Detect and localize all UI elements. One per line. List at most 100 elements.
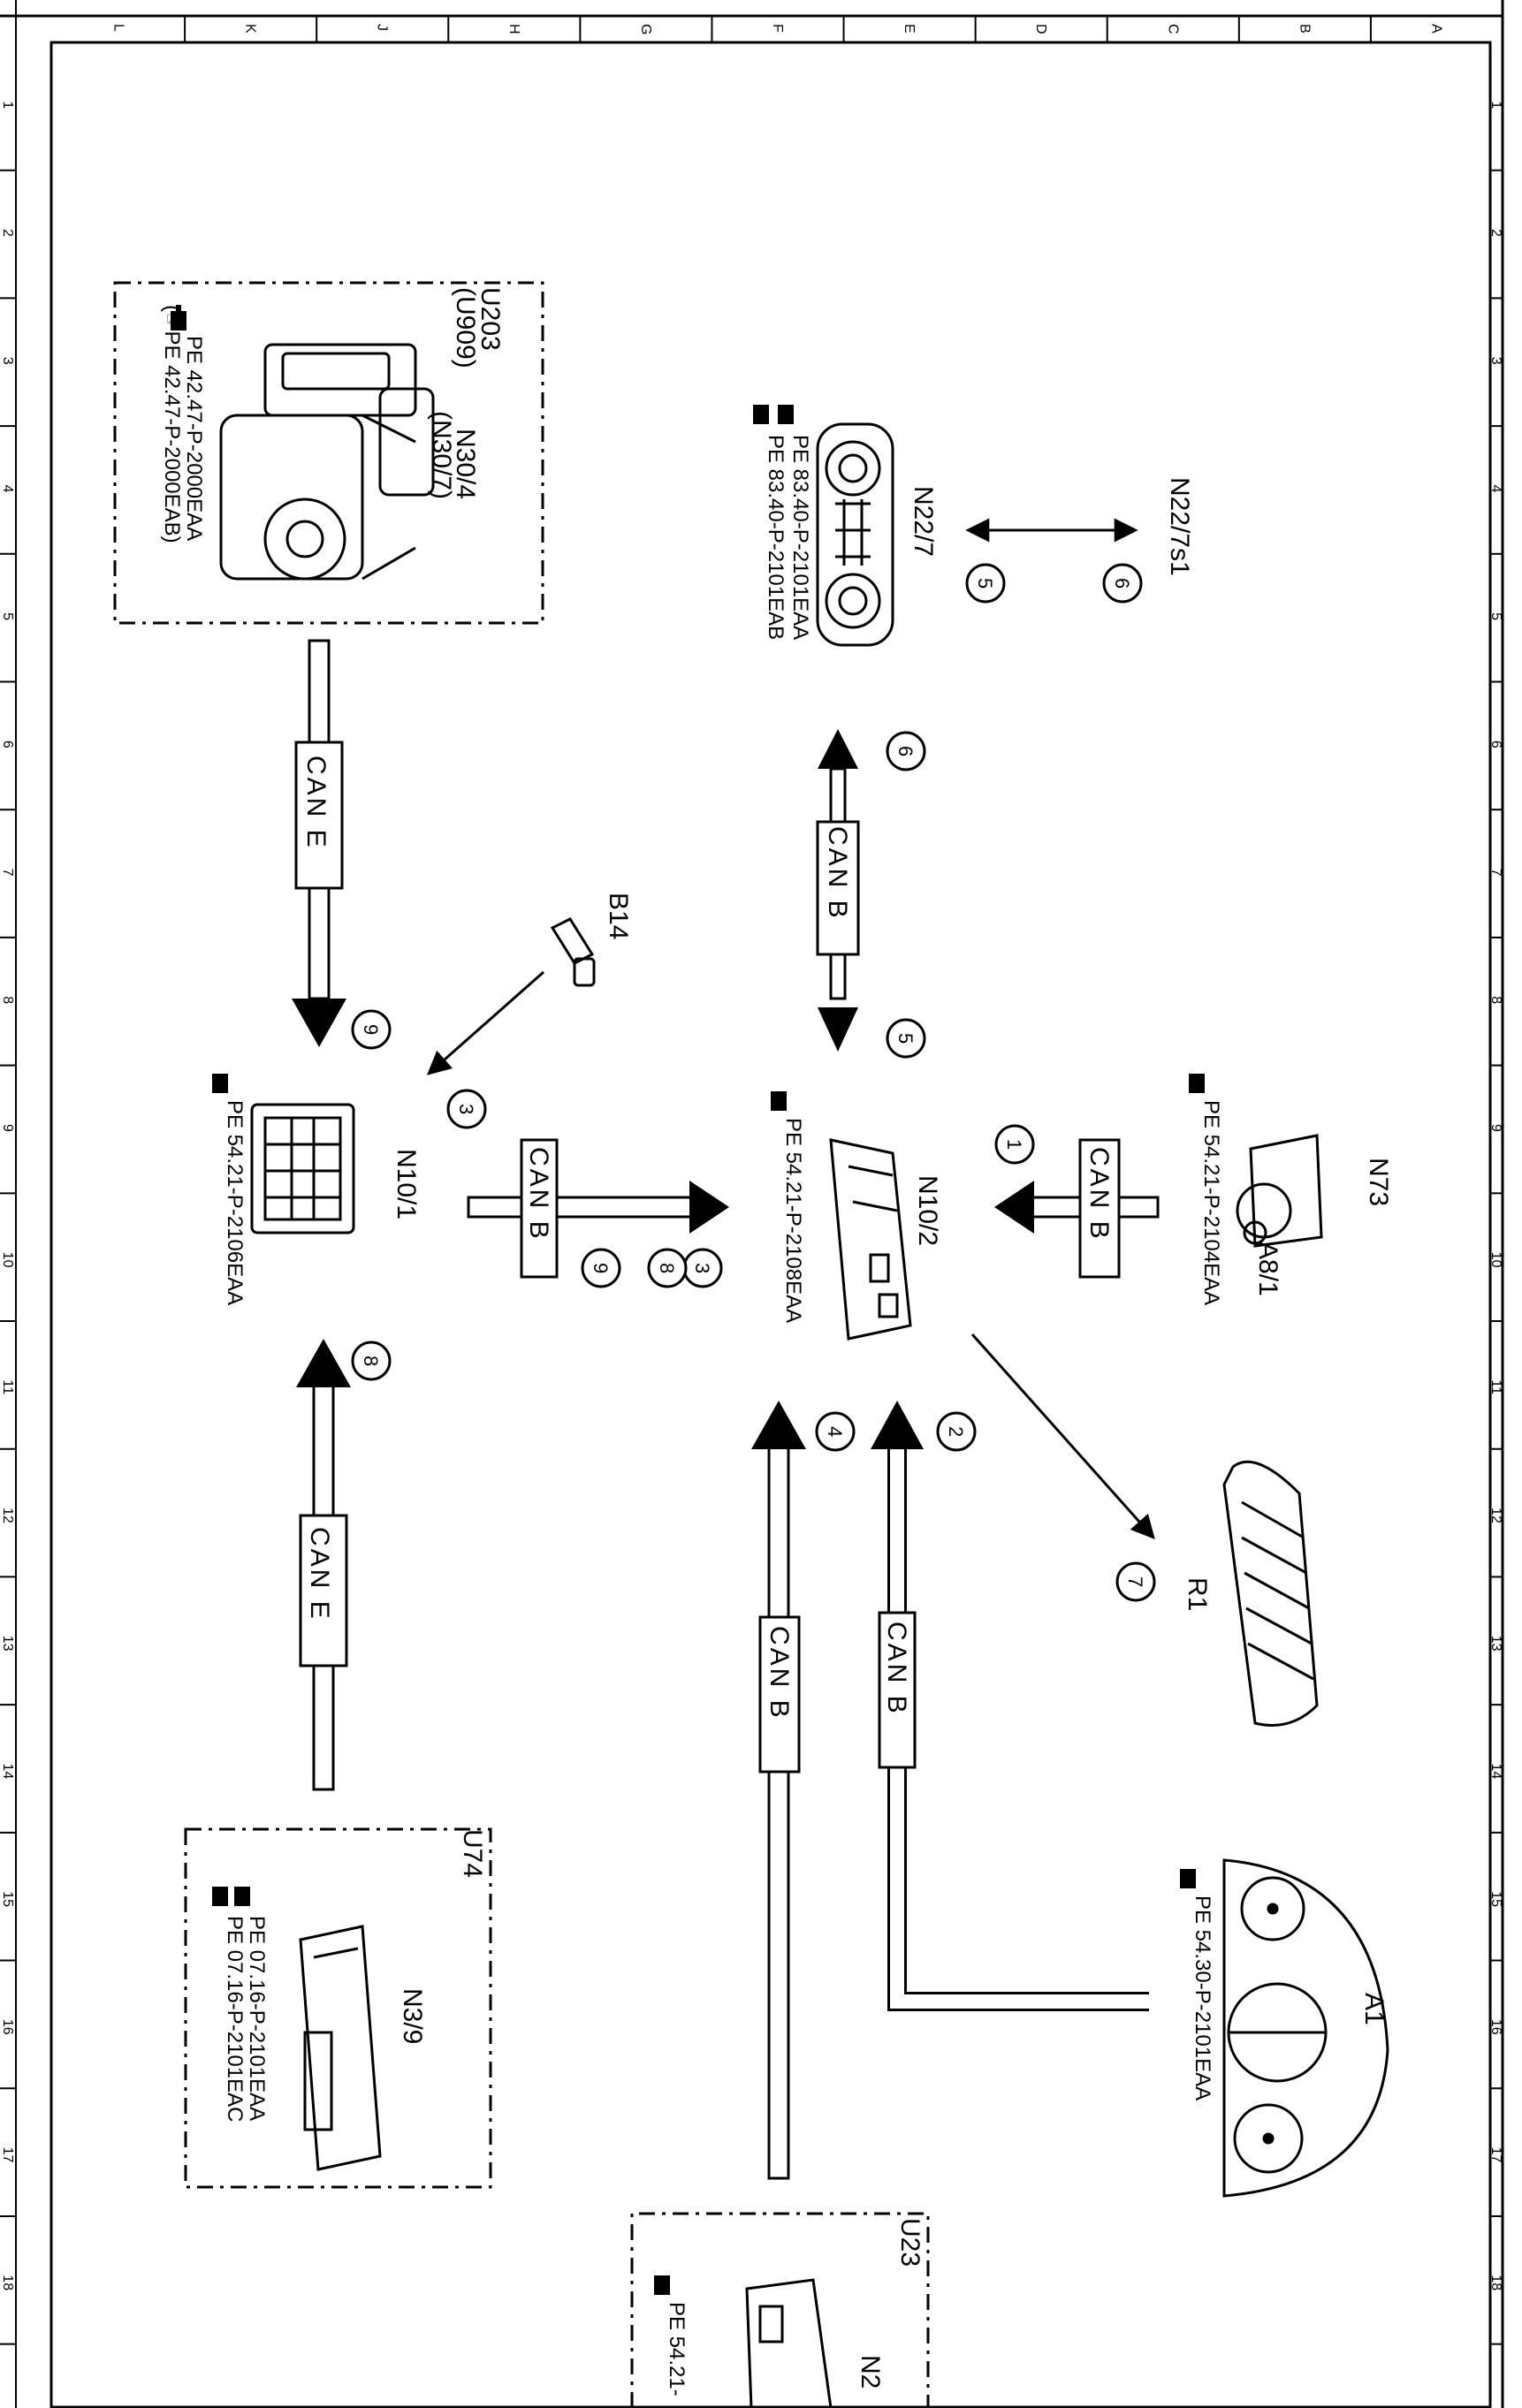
instrument-cluster-icon bbox=[1222, 1858, 1389, 2198]
step-marker-3: 3 bbox=[446, 1089, 487, 1129]
grid-row-number: 14 bbox=[0, 1763, 15, 1779]
pointing-hand-icon bbox=[1180, 1869, 1196, 1888]
n73-ref: PE 54.21-P-2104EAA bbox=[1199, 1100, 1223, 1305]
can-e-label-top: CAN E bbox=[301, 756, 331, 850]
grid-column-letter: H bbox=[506, 24, 521, 34]
grid-column-letter: J bbox=[375, 24, 390, 31]
pointing-hand-icon bbox=[212, 1074, 228, 1093]
u74-ref-2: PE 07.16-P-2101EAC bbox=[223, 1916, 247, 2122]
grid-row-number: 1 bbox=[0, 101, 15, 109]
grid-row-number: 12 bbox=[1488, 1508, 1503, 1523]
grid-row-number: 5 bbox=[0, 612, 15, 620]
step-circle bbox=[815, 1411, 856, 1452]
n30-4-label: N30/4 bbox=[451, 429, 480, 499]
step-number: 5 bbox=[974, 578, 996, 589]
a1-label: A1 bbox=[1359, 1993, 1389, 2025]
step-number: 8 bbox=[656, 1263, 678, 1273]
grid-row-number: 8 bbox=[1488, 996, 1503, 1004]
step-number: 2 bbox=[945, 1426, 967, 1437]
step-circle bbox=[351, 1341, 392, 1381]
step-marker-9: 9 bbox=[581, 1248, 621, 1288]
grid-column-letter: C bbox=[1165, 24, 1180, 34]
grid-row-number: 13 bbox=[1488, 1636, 1503, 1652]
control-unit-n2-icon bbox=[745, 2278, 833, 2408]
u74-label: U74 bbox=[458, 1829, 487, 1878]
step-marker-3: 3 bbox=[682, 1248, 723, 1288]
u203-ref-1: PE 42.47-P-2000EAA bbox=[182, 336, 206, 541]
grid-row-number: 17 bbox=[1488, 2147, 1503, 2163]
grid-row-number: 11 bbox=[1488, 1379, 1503, 1394]
n10-2-ref: PE 54.21-P-2108EAA bbox=[781, 1118, 805, 1323]
b14-arrow bbox=[426, 970, 544, 1075]
n3-9-label: N3/9 bbox=[398, 1988, 427, 2044]
grid-row-number: 3 bbox=[1488, 357, 1503, 365]
n10-2-label: N10/2 bbox=[913, 1175, 942, 1246]
pointing-hand-icon bbox=[1189, 1074, 1205, 1093]
step-circle bbox=[581, 1248, 621, 1288]
grid-row-number: 3 bbox=[0, 357, 15, 365]
step-circle bbox=[351, 1009, 392, 1050]
grid-column-letter: D bbox=[1033, 24, 1048, 34]
b14-label: B14 bbox=[604, 893, 633, 939]
n22-7-ref-2: PE 83.40-P-2101EAB bbox=[764, 435, 788, 640]
n2-label: N2 bbox=[856, 2355, 885, 2389]
step-circle bbox=[647, 1248, 688, 1288]
u23-ref: PE 54.21- bbox=[665, 2302, 689, 2397]
step-marker-6: 6 bbox=[886, 731, 926, 771]
u203-label: U203 bbox=[476, 287, 505, 351]
pointing-hand-icon bbox=[753, 405, 794, 424]
r1-arrow bbox=[970, 1333, 1155, 1540]
a1-ref: PE 54.30-P-2101EAA bbox=[1191, 1895, 1214, 2100]
grid-column-letter: K bbox=[243, 24, 258, 34]
rear-window-defroster-icon bbox=[1222, 1460, 1319, 1727]
grid-row-number: 7 bbox=[1488, 869, 1503, 877]
step-marker-4: 4 bbox=[815, 1411, 856, 1452]
can-b-label-top: CAN B bbox=[823, 826, 852, 921]
u23-group bbox=[630, 2212, 930, 2408]
grid-column-letter: F bbox=[770, 24, 785, 33]
grid-row-number: 1 bbox=[1488, 101, 1503, 109]
pointing-hand-icon bbox=[654, 2275, 670, 2295]
u203-sub-label: (U909) bbox=[451, 287, 480, 368]
n22-7-ref-1: PE 83.40-P-2101EAA bbox=[788, 435, 812, 640]
can-b-bus-a1 bbox=[871, 1401, 1149, 2011]
step-number: 3 bbox=[691, 1263, 713, 1273]
grid-row-number: 8 bbox=[0, 996, 15, 1004]
can-b-bus-right bbox=[994, 1138, 1160, 1279]
step-circle bbox=[994, 1124, 1035, 1165]
step-marker-7: 7 bbox=[1115, 1561, 1156, 1602]
step-number: 8 bbox=[360, 1356, 382, 1366]
can-e-bus-top bbox=[292, 639, 346, 1047]
step-number: 6 bbox=[894, 746, 917, 756]
grid-column-letter: B bbox=[1297, 24, 1312, 34]
can-b-label-middle: CAN B bbox=[524, 1147, 553, 1242]
can-b-bus-middle bbox=[467, 1138, 729, 1279]
grid-row-number: 18 bbox=[0, 2275, 15, 2290]
grid-row-number: 17 bbox=[0, 2147, 15, 2163]
grid-row-number: 12 bbox=[0, 1508, 15, 1523]
r1-label: R1 bbox=[1183, 1577, 1212, 1611]
grid-column-letter: L bbox=[111, 24, 126, 32]
grid-column-letter: G bbox=[638, 24, 653, 34]
u23-label: U23 bbox=[895, 2218, 925, 2267]
grid-column-letter: A bbox=[1428, 24, 1443, 34]
u74-ref-1: PE 07.16-P-2101EAA bbox=[245, 1916, 269, 2121]
step-marker-8: 8 bbox=[351, 1341, 392, 1381]
can-b-label-u23: CAN B bbox=[765, 1626, 794, 1721]
temperature-sensor-icon bbox=[550, 917, 596, 987]
grid-row-number: 9 bbox=[0, 1124, 15, 1132]
u74-group bbox=[184, 1827, 492, 2189]
step-marker-2: 2 bbox=[936, 1411, 977, 1452]
n10-1-label: N10/1 bbox=[392, 1149, 421, 1219]
grid-row-number: 11 bbox=[0, 1379, 15, 1394]
can-b-bus-top bbox=[816, 729, 860, 1052]
grid-row-number: 15 bbox=[0, 1891, 15, 1907]
u203-ref-2: (☞PE 42.47-P-2000EAB) bbox=[160, 305, 184, 543]
pointing-hand-icon bbox=[171, 305, 186, 330]
n73-label: N73 bbox=[1364, 1158, 1393, 1206]
step-number: 5 bbox=[894, 1033, 917, 1044]
step-circle bbox=[886, 1018, 926, 1059]
